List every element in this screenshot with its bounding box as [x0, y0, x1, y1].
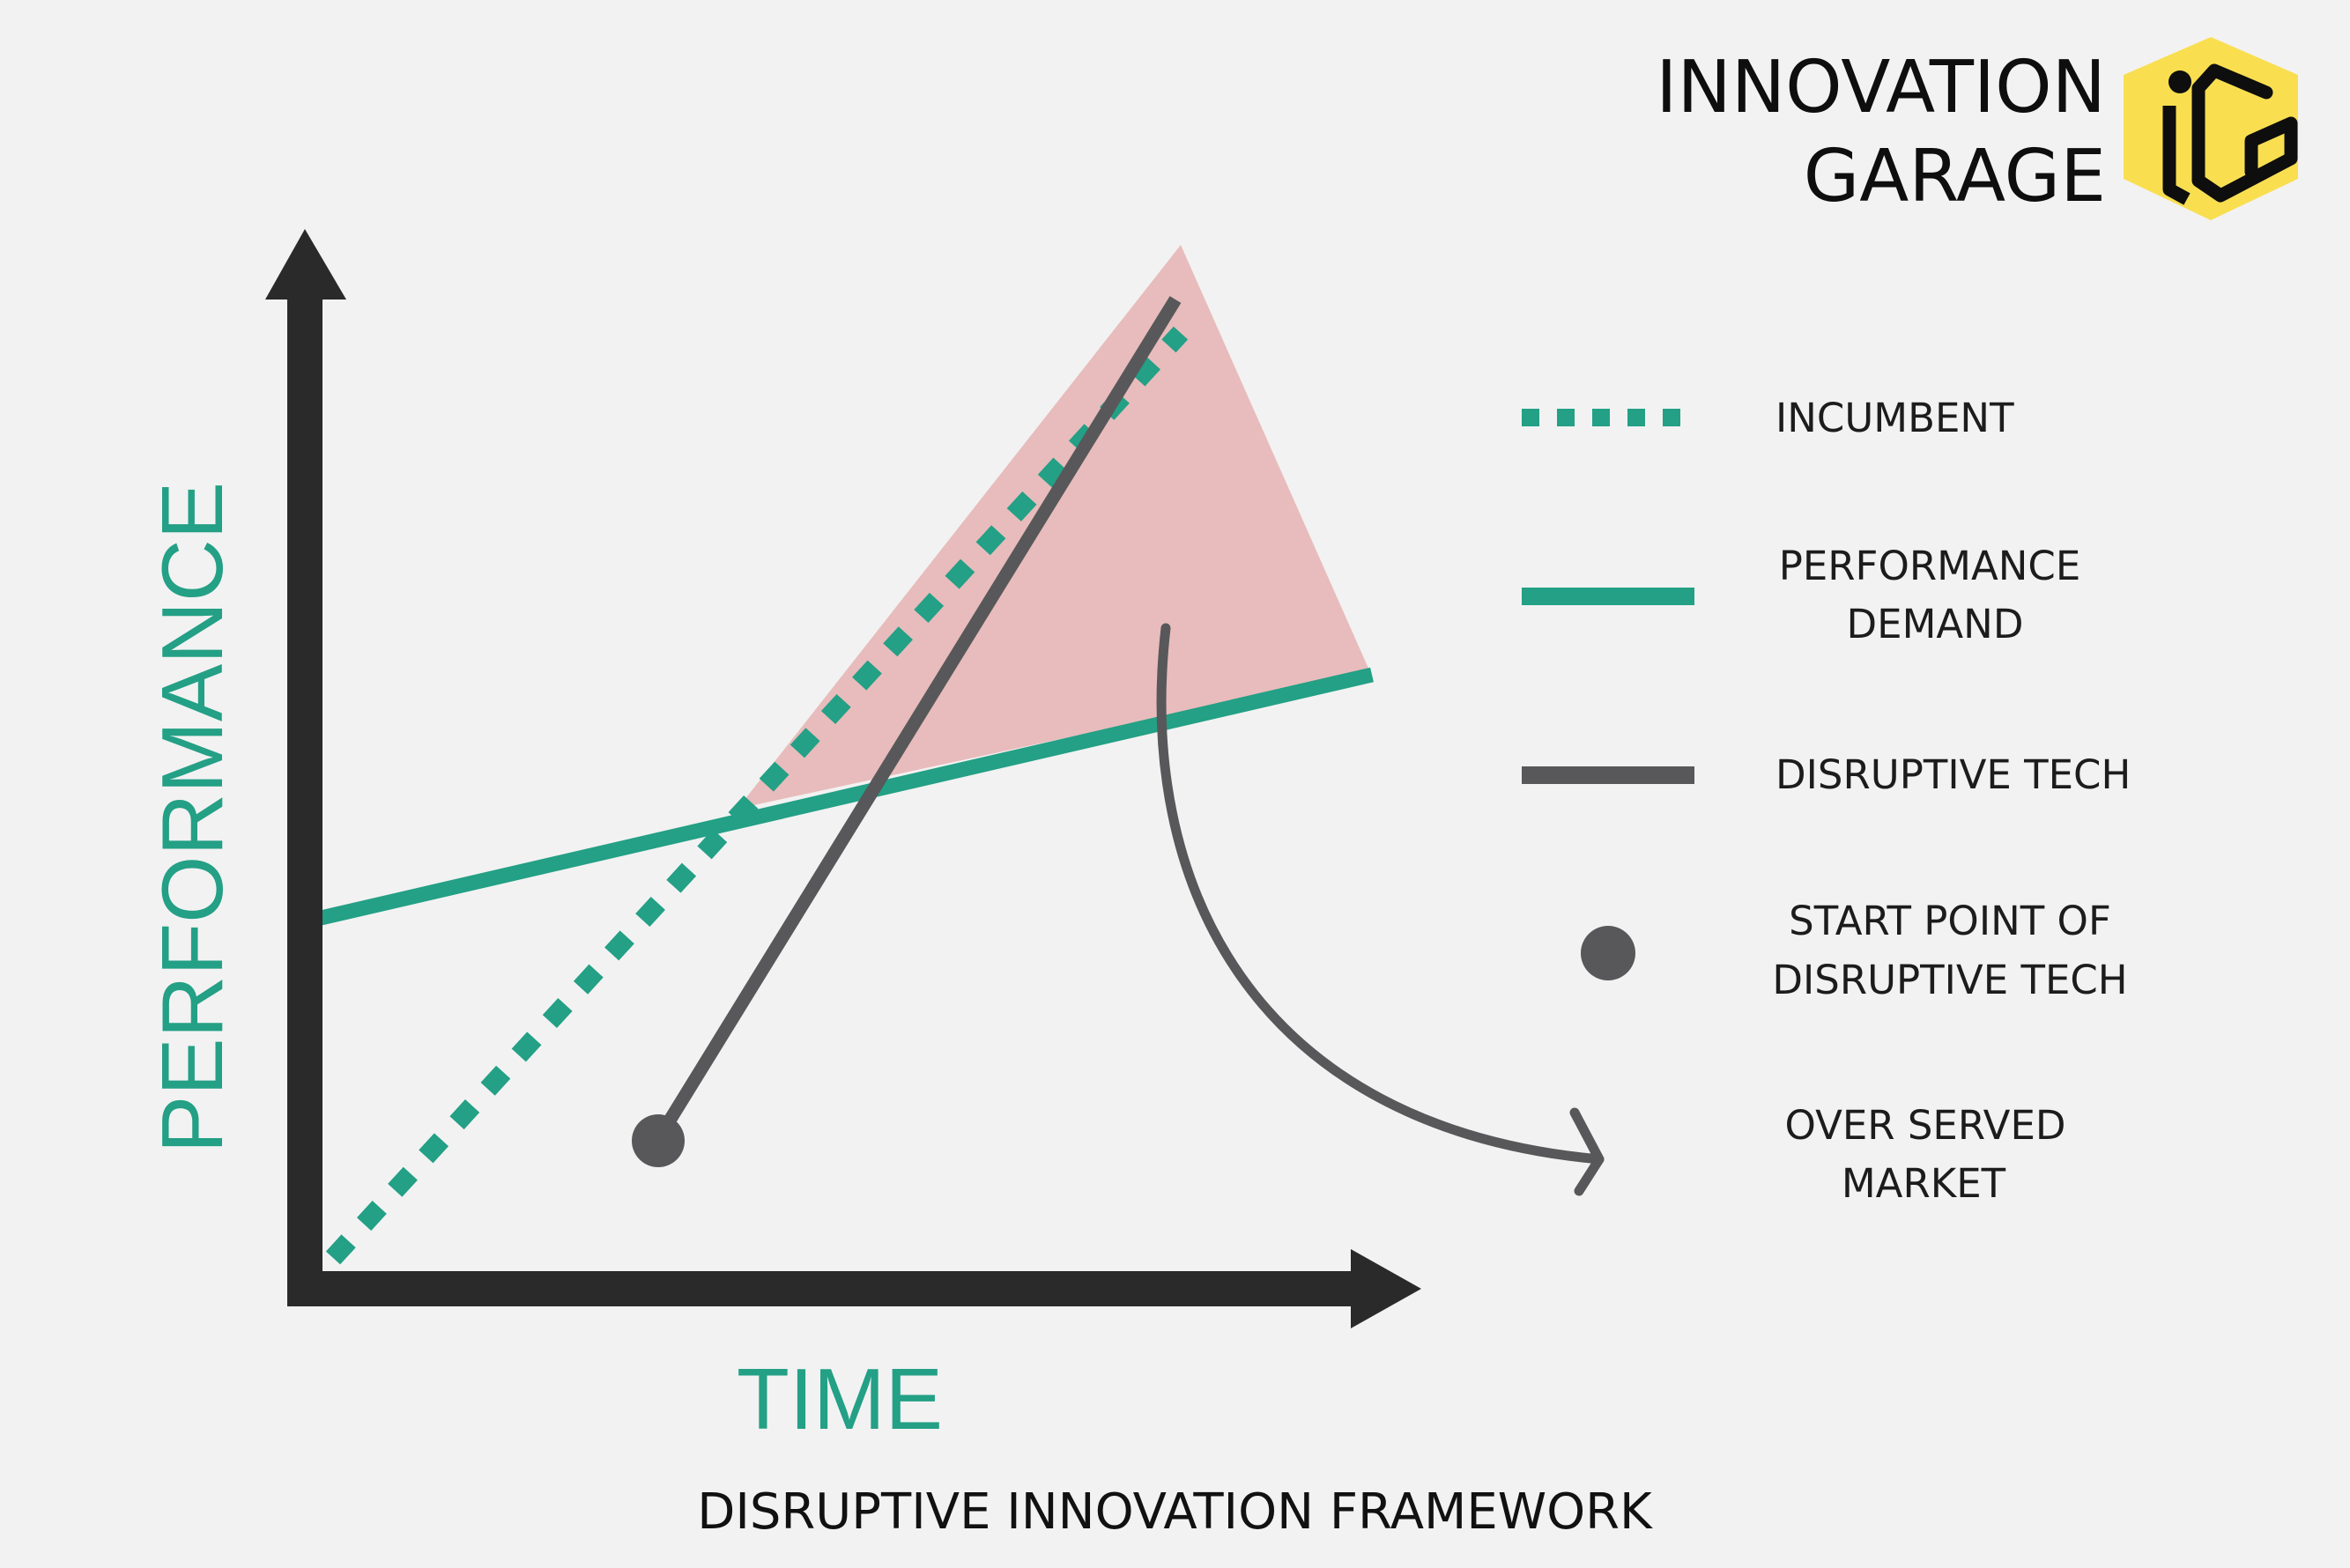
legend-over-served-label-1: OVER SERVED — [1784, 1102, 2065, 1149]
over-served-arrowhead — [1569, 1107, 1605, 1196]
legend-start-point-swatch — [1581, 926, 1635, 980]
disruptive-tech-start-point — [632, 1114, 685, 1167]
legend-performance-demand-label-2: DEMAND — [1846, 601, 2023, 647]
legend: INCUMBENT PERFORMANCE DEMAND DISRUPTIVE … — [1522, 395, 2131, 1207]
brand-line-2: GARAGE — [1804, 135, 2106, 218]
y-axis-line — [287, 295, 322, 1306]
diagram-caption: DISRUPTIVE INNOVATION FRAMEWORK — [697, 1483, 1653, 1541]
logo-letter-i — [2162, 106, 2191, 205]
ig-logo — [2124, 37, 2298, 220]
legend-over-served-label-2: MARKET — [1842, 1160, 2006, 1207]
legend-start-point-label-1: START POINT OF — [1789, 898, 2111, 944]
legend-start-point-label-2: DISRUPTIVE TECH — [1772, 957, 2127, 1003]
y-axis-arrowhead — [265, 229, 346, 300]
legend-disruptive-tech-label: DISRUPTIVE TECH — [1775, 751, 2131, 798]
y-axis-label: PERFORMANCE — [144, 482, 241, 1153]
brand: INNOVATION GARAGE — [1656, 37, 2298, 220]
x-axis-line — [287, 1271, 1360, 1306]
over-served-arrow — [1156, 623, 1605, 1165]
legend-incumbent-label: INCUMBENT — [1775, 395, 2014, 441]
x-axis-arrowhead — [1351, 1249, 1421, 1328]
logo-letter-g — [2191, 63, 2298, 203]
x-axis-label: TIME — [737, 1350, 943, 1447]
logo-dot — [2168, 70, 2191, 93]
disruptive-tech-line — [652, 296, 1182, 1143]
over-served-region — [738, 245, 1370, 809]
legend-performance-demand-label-1: PERFORMANCE — [1779, 543, 2081, 589]
brand-line-1: INNOVATION — [1656, 46, 2106, 129]
performance-demand-line — [315, 667, 1374, 927]
axes — [265, 229, 1421, 1328]
